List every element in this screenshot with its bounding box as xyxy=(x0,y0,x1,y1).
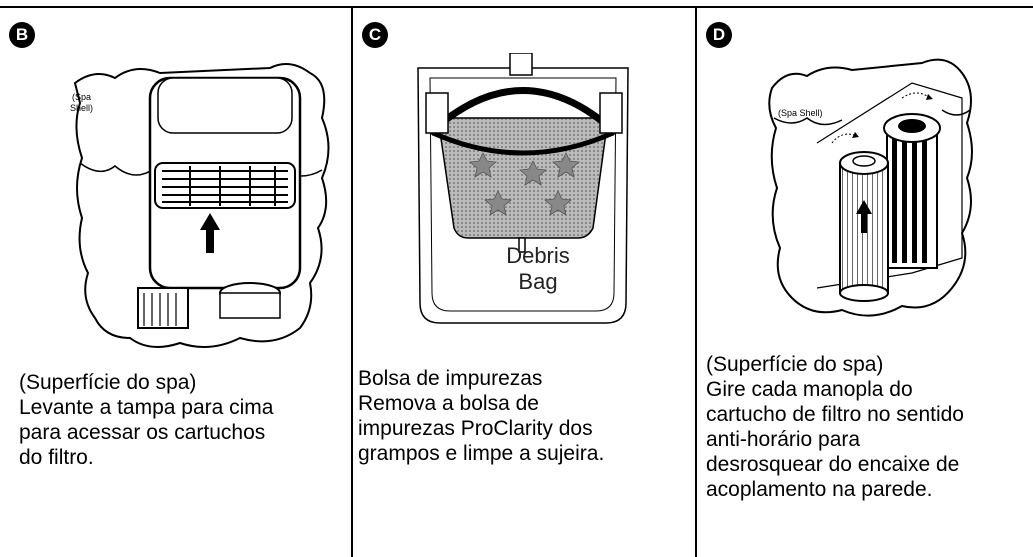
panel-c: C Debris Bag Bolsa de impurezas Remov xyxy=(353,8,695,557)
step-badge-d: D xyxy=(706,22,732,48)
step-badge-c: C xyxy=(362,22,388,48)
panel-d: D (Spa Shell) (Superfície do sp xyxy=(697,8,1033,557)
step-badge-b: B xyxy=(9,22,35,48)
top-border xyxy=(0,6,1033,8)
caption-b: (Superfície do spa) Levante a tampa para… xyxy=(19,371,274,469)
debris-bag-label: Debris Bag xyxy=(506,243,570,294)
caption-d: (Superfície do spa) Gire cada manopla do… xyxy=(706,353,964,501)
caption-c: Bolsa de impurezas Remova a bolsa de imp… xyxy=(358,367,605,465)
debris-bag-illustration xyxy=(417,53,629,324)
panel-divider-2 xyxy=(695,6,697,557)
panel-divider-1 xyxy=(351,6,353,557)
spa-shell-label-d: (Spa Shell) xyxy=(778,108,823,118)
filter-cartridge-illustration: (Spa Shell) xyxy=(768,58,973,317)
